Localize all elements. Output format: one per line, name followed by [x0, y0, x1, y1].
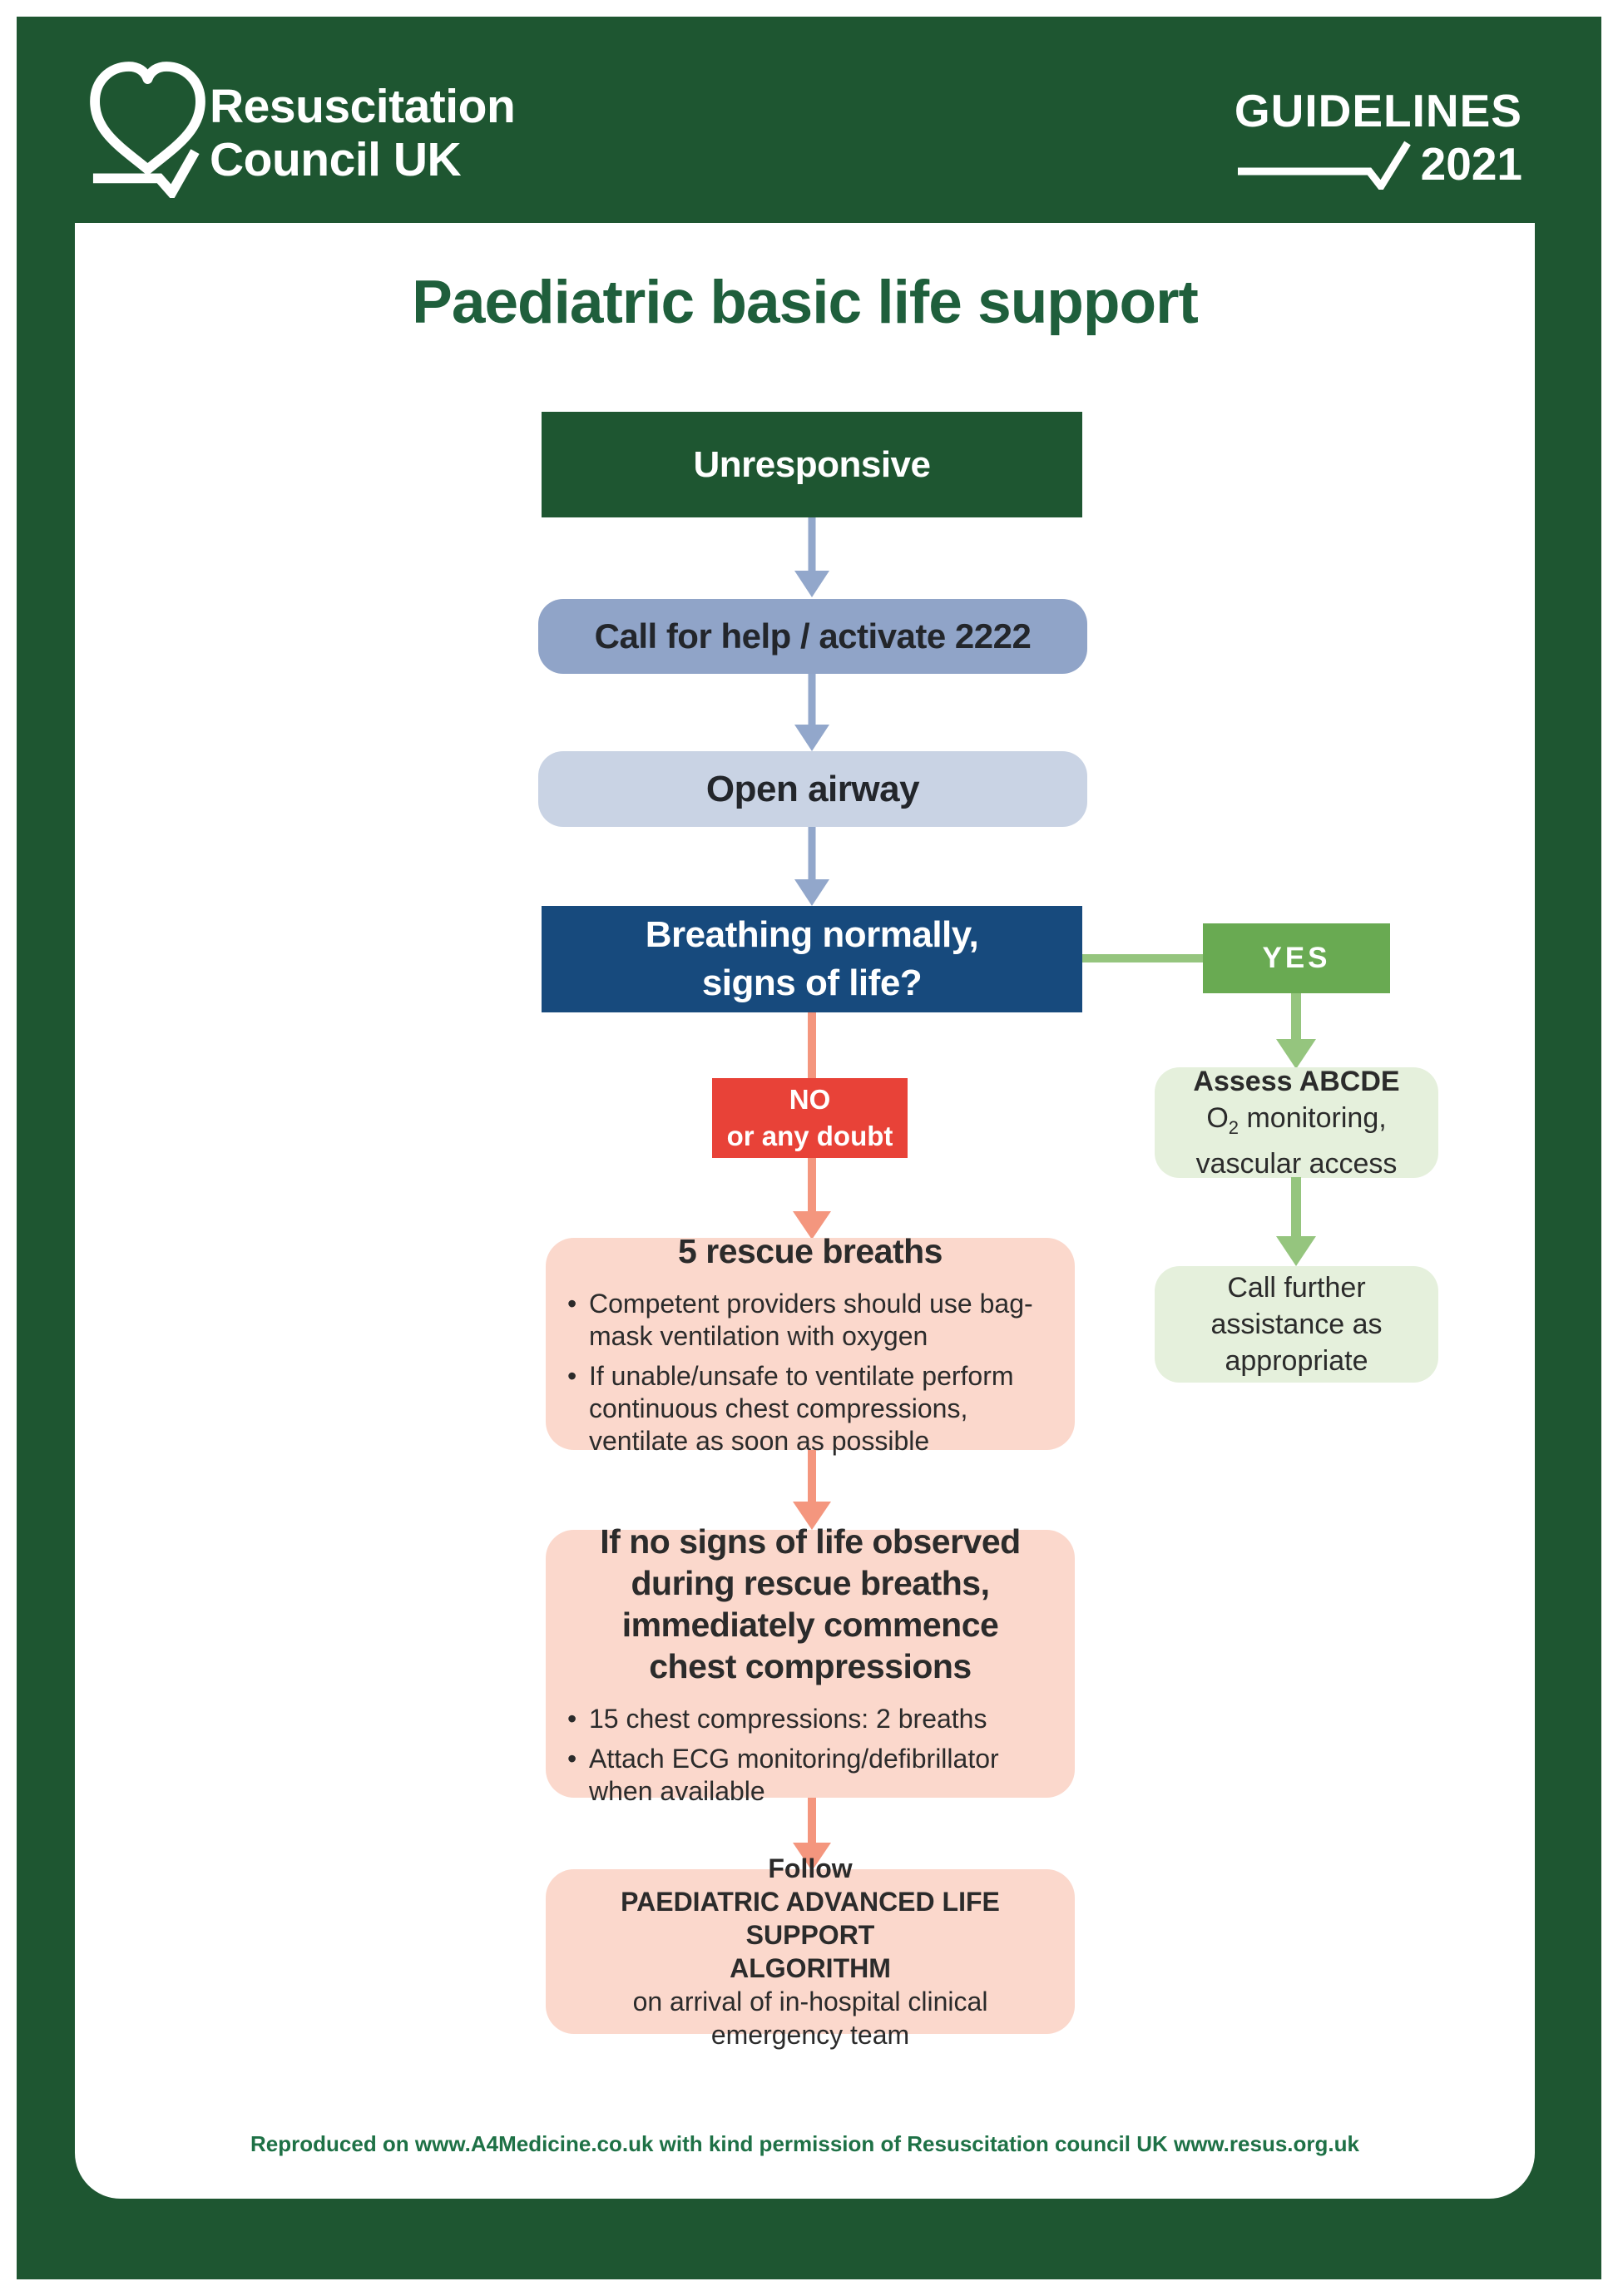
assess-o2-line: O2 monitoring, — [1206, 1101, 1387, 1138]
flow-box-open-airway: Open airway — [538, 751, 1087, 827]
arrow-down-icon — [793, 1158, 831, 1240]
flow-box-no: NO or any doubt — [712, 1078, 908, 1158]
call-further-line3: appropriate — [1225, 1345, 1368, 1377]
brand-wordmark: Resuscitation Council UK — [210, 80, 516, 186]
brand-line1: Resuscitation — [210, 80, 516, 133]
arrow-down-icon — [1276, 993, 1316, 1069]
flow-box-call-further-assistance: Call further assistance as appropriate — [1155, 1266, 1438, 1383]
arrow-down-icon — [793, 1450, 831, 1530]
arrow-down-icon — [793, 1798, 831, 1871]
page-title: Paediatric basic life support — [412, 269, 1199, 336]
no-signs-heading-line: immediately commence — [621, 1605, 999, 1644]
arrow-down-icon — [794, 517, 829, 597]
list-item: 15 chest compressions: 2 breaths — [556, 1703, 1065, 1735]
flow-box-label: Unresponsive — [693, 443, 931, 485]
list-item: If unable/unsafe to ventilate perform co… — [556, 1360, 1065, 1457]
flow-box-breathing-question: Breathing normally, signs of life? — [542, 906, 1082, 1012]
tick-line-icon — [1237, 141, 1411, 190]
flow-box-rescue-breaths: 5 rescue breaths Competent providers sho… — [546, 1232, 1075, 1456]
heart-icon — [90, 62, 205, 175]
no-signs-heading-line: If no signs of life observed — [600, 1522, 1021, 1561]
arrow-down-icon — [1276, 1177, 1316, 1266]
guidelines-lockup: GUIDELINES 2021 — [1235, 87, 1522, 190]
no-signs-list: 15 chest compressions: 2 breaths Attach … — [556, 1695, 1065, 1808]
flow-box-label-line2: signs of life? — [701, 962, 923, 1003]
guidelines-label: GUIDELINES — [1234, 85, 1522, 136]
flow-box-assess-abcde: Assess ABCDE O2 monitoring, vascular acc… — [1155, 1066, 1438, 1180]
attribution-text: Reproduced on www.A4Medicine.co.uk with … — [250, 2131, 1359, 2156]
flow-box-label-line1: Breathing normally, — [645, 914, 979, 955]
flow-box-follow-pals-algorithm: Follow PAEDIATRIC ADVANCED LIFE SUPPORT … — [546, 1853, 1075, 2050]
connector-line-no — [808, 1012, 816, 1078]
guidelines-year: 2021 — [1420, 138, 1522, 190]
follow-line3: ALGORITHM — [730, 1953, 891, 1983]
no-signs-heading-line: during rescue breaths, — [631, 1563, 990, 1602]
no-label-line2: or any doubt — [726, 1121, 893, 1151]
flow-box-call-for-help: Call for help / activate 2222 — [538, 599, 1087, 674]
assess-line3: vascular access — [1195, 1148, 1398, 1180]
heart-checkmark-logo — [90, 62, 205, 198]
follow-line5: emergency team — [710, 2020, 910, 2050]
arrow-down-icon — [794, 674, 829, 751]
follow-line4: on arrival of in-hospital clinical — [632, 1987, 988, 2016]
follow-line2: PAEDIATRIC ADVANCED LIFE SUPPORT — [621, 1887, 1000, 1950]
no-signs-heading-line: chest compressions — [649, 1646, 972, 1685]
list-item: Competent providers should use bag-mask … — [556, 1288, 1065, 1353]
no-label-line1: NO — [789, 1084, 831, 1115]
assess-heading: Assess ABCDE — [1193, 1065, 1400, 1097]
flow-box-label: Open airway — [705, 768, 920, 809]
yes-label: YES — [1262, 942, 1331, 974]
list-item: Attach ECG monitoring/defibrillator when… — [556, 1743, 1065, 1808]
connector-line-yes — [1082, 954, 1203, 962]
rescue-breaths-list: Competent providers should use bag-mask … — [556, 1280, 1065, 1457]
guidelines-year-row: 2021 — [1235, 138, 1522, 190]
flow-box-unresponsive: Unresponsive — [542, 412, 1082, 517]
call-further-line2: assistance as — [1210, 1309, 1383, 1340]
arrow-down-icon — [794, 827, 829, 906]
brand-line2: Council UK — [210, 133, 462, 186]
flow-box-no-signs-of-life: If no signs of life observed during resc… — [546, 1522, 1075, 1806]
follow-line1: Follow — [768, 1853, 853, 1883]
checkmark-icon — [92, 149, 200, 198]
call-further-line1: Call further — [1227, 1272, 1366, 1304]
rescue-breaths-heading: 5 rescue breaths — [678, 1232, 943, 1270]
flow-box-label: Call for help / activate 2222 — [594, 616, 1032, 656]
flow-box-yes: YES — [1203, 923, 1390, 993]
